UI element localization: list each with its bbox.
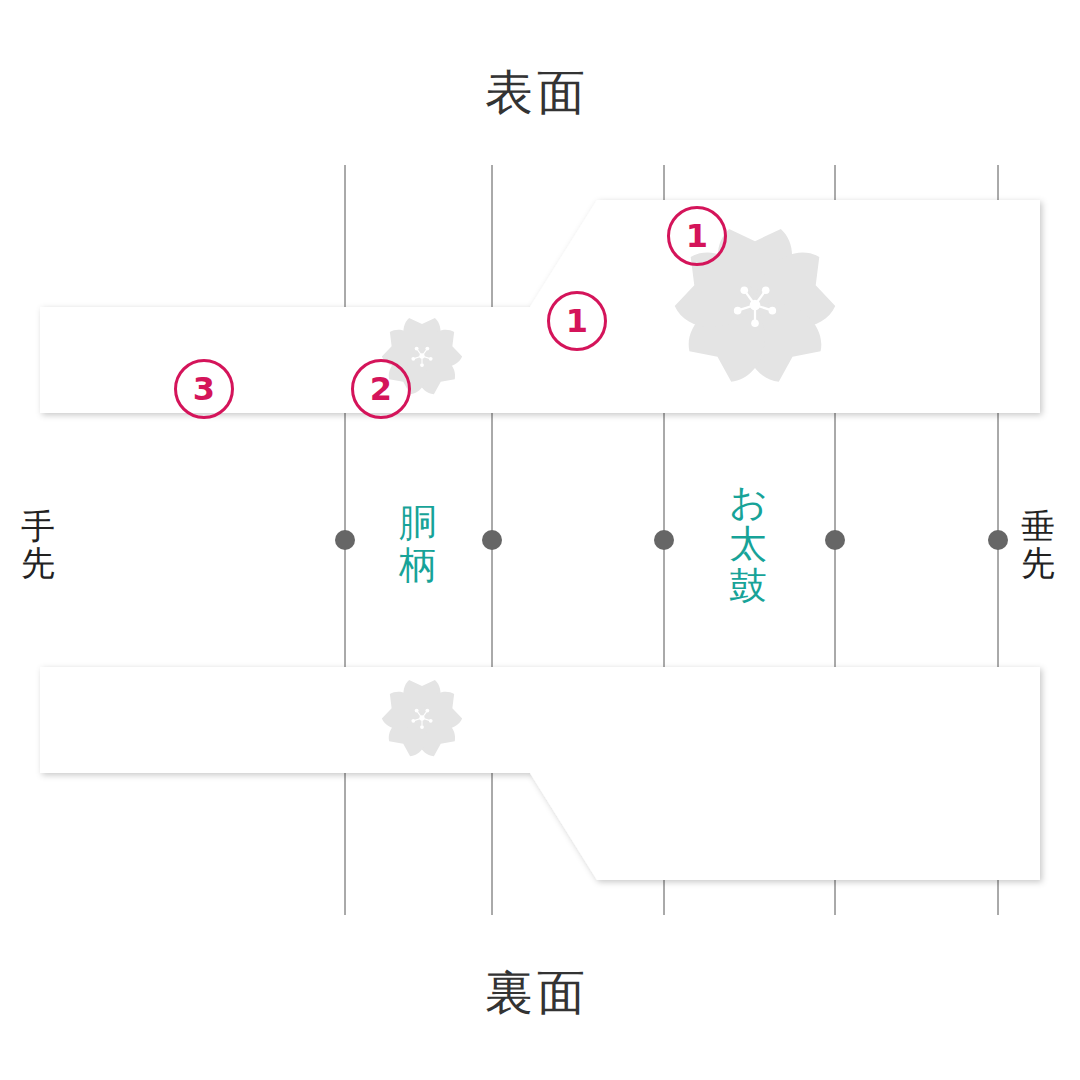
side-heading: 表面 xyxy=(485,61,589,125)
end-label: 手先 xyxy=(21,508,55,583)
obi-front-band xyxy=(40,200,1040,413)
side-heading: 裏面 xyxy=(485,961,589,1025)
end-label: 垂先 xyxy=(1021,508,1055,583)
section-label: 胴柄 xyxy=(399,503,437,587)
callout-number: 3 xyxy=(174,359,234,419)
sakura-flower xyxy=(380,318,464,398)
section-label: お太鼓 xyxy=(729,482,767,607)
callout-number: 2 xyxy=(351,359,411,419)
callout-number: 1 xyxy=(547,291,607,351)
sakura-flower xyxy=(380,680,464,760)
obi-back-band xyxy=(40,667,1040,880)
sakura-motifs xyxy=(380,229,839,760)
callout-number: 1 xyxy=(667,206,727,266)
